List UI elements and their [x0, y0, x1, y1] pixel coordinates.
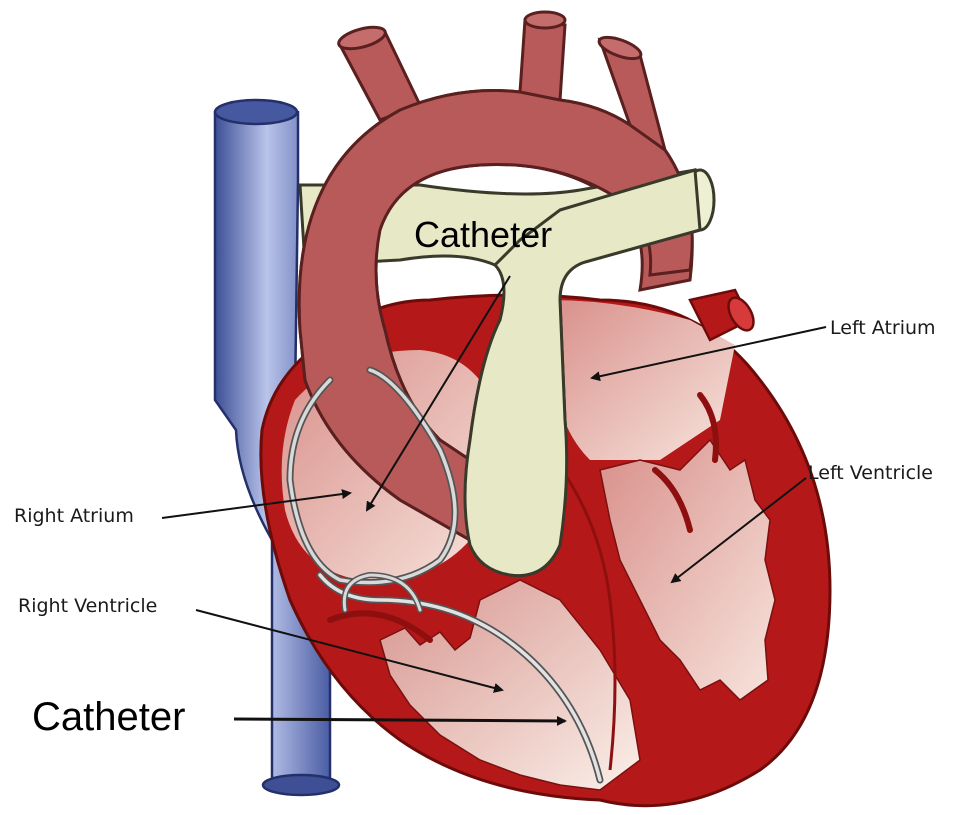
- catheter-bottom-pointer: [234, 719, 565, 721]
- label-catheter-top: Catheter: [414, 217, 552, 253]
- label-right-ventricle: Right Ventricle: [18, 597, 157, 616]
- label-right-atrium: Right Atrium: [14, 507, 134, 526]
- label-left-atrium: Left Atrium: [830, 319, 936, 338]
- label-left-ventricle: Left Ventricle: [808, 464, 933, 483]
- label-catheter-bottom: Catheter: [32, 697, 185, 737]
